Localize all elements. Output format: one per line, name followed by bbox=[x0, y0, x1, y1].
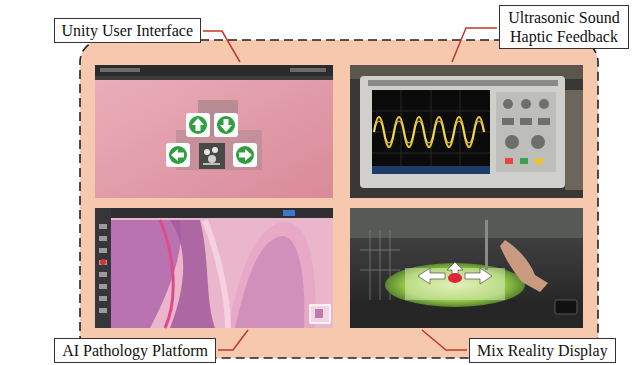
label-box: Unity User Interface bbox=[54, 18, 202, 43]
leader-line bbox=[452, 28, 497, 62]
mixed-reality-photo bbox=[350, 208, 583, 328]
pathology-screenshot bbox=[95, 208, 333, 328]
label-box: Ultrasonic Sound Haptic Feedback bbox=[499, 5, 629, 49]
leader-line bbox=[203, 31, 240, 62]
label-text: Mix Reality Display bbox=[477, 341, 608, 360]
label-text: Ultrasonic Sound Haptic Feedback bbox=[507, 8, 621, 46]
label-box: AI Pathology Platform bbox=[54, 338, 216, 363]
oscilloscope-photo bbox=[350, 65, 583, 198]
label-text: AI Pathology Platform bbox=[62, 341, 208, 360]
leader-line bbox=[218, 330, 248, 350]
label-text: Unity User Interface bbox=[62, 21, 194, 40]
label-box: Mix Reality Display bbox=[469, 338, 616, 363]
unity-screenshot bbox=[95, 65, 333, 198]
dashed-container bbox=[80, 40, 598, 358]
leader-lines bbox=[203, 28, 497, 350]
leader-line bbox=[422, 330, 467, 350]
